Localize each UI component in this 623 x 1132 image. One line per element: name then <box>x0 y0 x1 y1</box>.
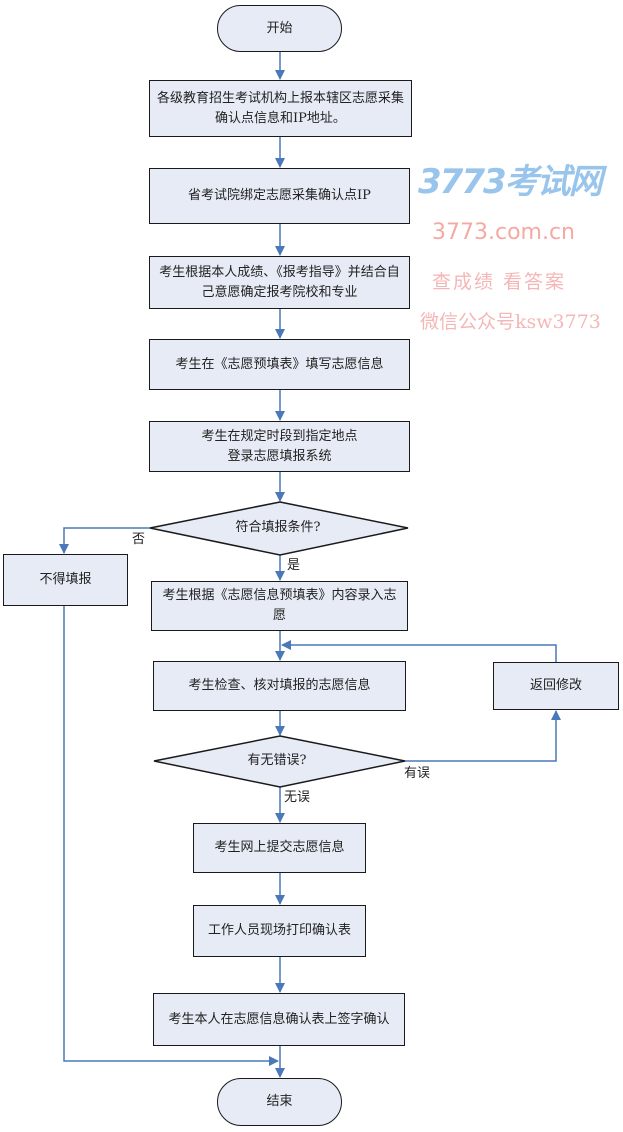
arrow-decision2-error <box>405 710 561 762</box>
arrow-reject-to-end <box>63 606 279 1066</box>
step-9-label: 工作人员现场打印确认表 <box>207 923 351 938</box>
decision-1-no-label: 否 <box>132 532 146 547</box>
step-4-box: 考生在《志愿预填表》填写志愿信息 <box>149 339 410 390</box>
reject-label: 不得填报 <box>39 572 92 587</box>
start-node: 开始 <box>217 5 342 52</box>
step-6-label: 考生根据《志愿信息预填表》内容录入志愿 <box>162 588 397 623</box>
step-3-box: 考生根据本人成绩、《报考指导》并结合自己意愿确定报考院校和专业 <box>149 256 410 309</box>
step-10-label: 考生本人在志愿信息确认表上签字确认 <box>168 1011 390 1027</box>
step-10-box: 考生本人在志愿信息确认表上签字确认 <box>153 993 405 1046</box>
step-2-label: 省考试院绑定志愿采集确认点IP <box>188 188 371 203</box>
start-label: 开始 <box>266 20 293 36</box>
step-9-box: 工作人员现场打印确认表 <box>193 905 366 957</box>
decision-2-ok-label: 无误 <box>284 790 311 805</box>
revise-box: 返回修改 <box>493 662 619 710</box>
end-node: 结束 <box>217 1078 342 1126</box>
step-1-label: 各级教育招生考试机构上报本辖区志愿采集确认点信息和IP地址。 <box>156 90 404 126</box>
step-3-label: 考生根据本人成绩、《报考指导》并结合自己意愿确定报考院校和专业 <box>159 264 400 300</box>
decision-2-question: 有无错误? <box>247 753 307 768</box>
decision-1-question: 符合填报条件? <box>235 520 321 535</box>
step-2-box: 省考试院绑定志愿采集确认点IP <box>149 168 410 224</box>
decision-2-error-label: 有误 <box>404 766 431 781</box>
step-8-label: 考生网上提交志愿信息 <box>214 840 345 855</box>
arrow-revise-loop <box>281 640 557 662</box>
reject-box: 不得填报 <box>3 554 128 606</box>
step-5-box: 考生在规定时段到指定地点 登录志愿填报系统 <box>149 421 410 472</box>
step-1-box: 各级教育招生考试机构上报本辖区志愿采集确认点信息和IP地址。 <box>149 80 412 137</box>
revise-label: 返回修改 <box>529 678 582 693</box>
step-8-box: 考生网上提交志愿信息 <box>193 823 366 873</box>
step-4-label: 考生在《志愿预填表》填写志愿信息 <box>175 356 384 372</box>
end-label: 结束 <box>266 1094 293 1109</box>
decision-1-yes-label: 是 <box>287 558 301 573</box>
step-7-label: 考生检查、核对填报的志愿信息 <box>188 678 371 693</box>
step-5-label: 考生在规定时段到指定地点 登录志愿填报系统 <box>201 428 358 464</box>
decision-1-shape <box>149 501 409 556</box>
step-7-box: 考生检查、核对填报的志愿信息 <box>153 661 406 711</box>
decision-2-shape <box>153 735 406 788</box>
step-6-box: 考生根据《志愿信息预填表》内容录入志愿 <box>151 581 408 631</box>
arrow-decision1-no <box>59 527 150 554</box>
